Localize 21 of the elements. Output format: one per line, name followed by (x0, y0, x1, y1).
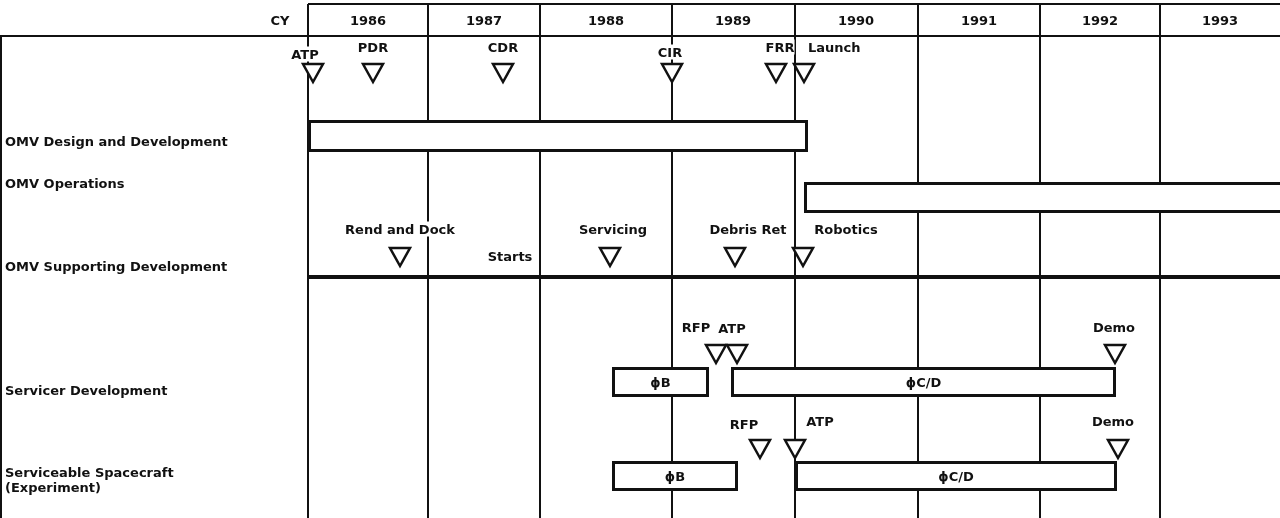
phase-label: ϕB (664, 468, 686, 484)
milestone-label: Launch (808, 39, 861, 55)
milestone-label: FRR (765, 39, 795, 55)
milestone-label: Debris Ret (709, 221, 787, 237)
phase-label: ϕC/D (938, 468, 974, 484)
phase-label: ϕB (650, 374, 671, 390)
phase-bar (612, 461, 738, 491)
row-label: OMV Design and Development (5, 133, 228, 149)
milestone-label: Rend and Dock (345, 221, 455, 237)
milestone-label: ATP (291, 46, 319, 62)
row-label: Servicer Development (5, 382, 168, 398)
phase-bar (795, 461, 1117, 491)
schedule-bar (308, 120, 808, 152)
milestone-label: Robotics (814, 221, 878, 237)
row-label: OMV Operations (5, 175, 125, 191)
milestone-label: Servicing (578, 221, 648, 237)
phase-bar (612, 367, 709, 397)
phase-label: ϕC/D (905, 374, 942, 390)
row-label: OMV Supporting Development (5, 258, 228, 274)
milestone-label: CIR (657, 44, 683, 60)
schedule-bar (804, 182, 1280, 213)
